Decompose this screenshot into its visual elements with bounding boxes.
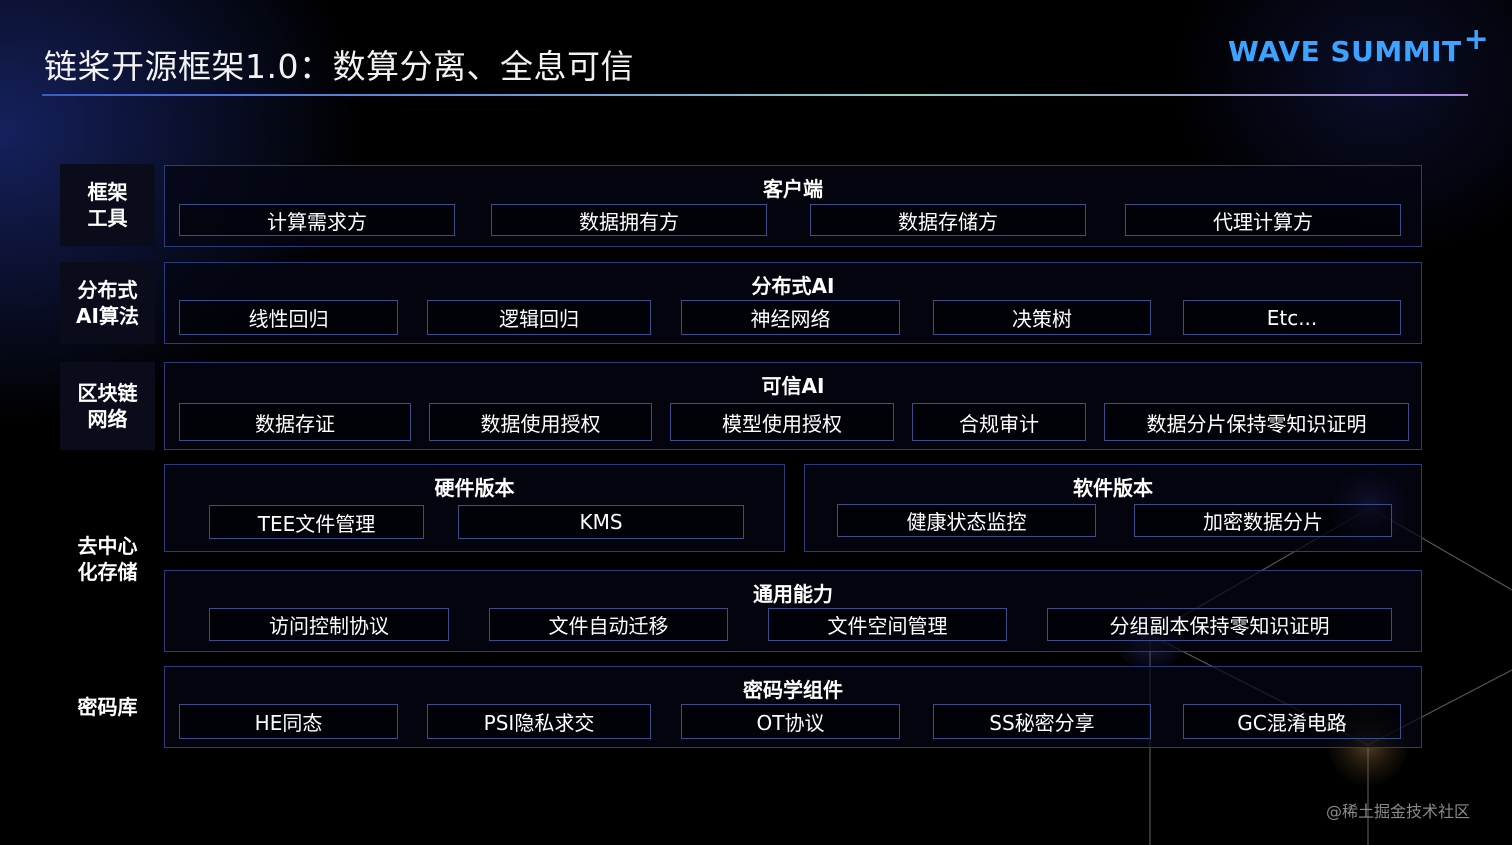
layer-item: 文件空间管理 [768,608,1007,641]
layer-general: 通用能力 访问控制协议 文件自动迁移 文件空间管理 分组副本保持零知识证明 [164,570,1422,652]
layer-item: 合规审计 [912,403,1086,441]
layer-item: 分组副本保持零知识证明 [1047,608,1392,641]
layer-trusted-ai: 可信AI 数据存证 数据使用授权 模型使用授权 合规审计 数据分片保持零知识证明 [164,362,1422,450]
side-label-distributed-ai: 分布式 AI算法 [60,262,155,344]
layer-item: 模型使用授权 [670,403,894,441]
side-label-storage: 去中心 化存储 [60,464,155,654]
layer-item: 数据分片保持零知识证明 [1104,403,1409,441]
layer-title: 软件版本 [1073,476,1153,500]
layer-title: 客户端 [763,177,823,201]
layer-title: 分布式AI [751,274,835,298]
layer-hardware: 硬件版本 TEE文件管理 KMS [164,464,785,552]
layer-crypto: 密码学组件 HE同态 PSI隐私求交 OT协议 SS秘密分享 GC混淆电路 [164,666,1422,748]
layer-title: 密码学组件 [743,678,843,702]
layer-item: 加密数据分片 [1134,504,1392,537]
side-label-crypto-text: 密码库 [77,695,138,719]
watermark: @稀土掘金技术社区 [1326,802,1471,821]
side-label-blockchain-text: 区块链 网络 [77,381,138,431]
layer-item: TEE文件管理 [209,505,424,539]
layer-item: 逻辑回归 [427,300,651,335]
layer-item: Etc... [1183,300,1401,335]
layer-title: 通用能力 [753,582,833,606]
layer-software: 软件版本 健康状态监控 加密数据分片 [804,464,1422,552]
layer-distributed-ai: 分布式AI 线性回归 逻辑回归 神经网络 决策树 Etc... [164,262,1422,344]
layer-item: 决策树 [933,300,1151,335]
layer-item: GC混淆电路 [1183,704,1401,739]
layer-item: HE同态 [179,704,398,739]
side-label-storage-text: 去中心 化存储 [77,534,138,584]
page-title: 链桨开源框架1.0：数算分离、全息可信 [44,47,634,86]
layer-item: OT协议 [681,704,900,739]
logo-plus: + [1463,22,1490,57]
layer-item: 文件自动迁移 [489,608,728,641]
logo-text: WAVE SUMMIT [1228,35,1462,68]
side-label-crypto: 密码库 [60,666,155,748]
layer-client: 客户端 计算需求方 数据拥有方 数据存储方 代理计算方 [164,165,1422,247]
layer-item: 访问控制协议 [209,608,449,641]
layer-item: 线性回归 [179,300,398,335]
layer-item: 神经网络 [681,300,900,335]
layer-item: 数据拥有方 [491,204,767,236]
side-label-framework: 框架 工具 [60,164,155,246]
layer-item: SS秘密分享 [933,704,1151,739]
layer-item: 数据使用授权 [429,403,652,441]
side-label-blockchain: 区块链 网络 [60,362,155,450]
layer-title: 硬件版本 [434,476,515,500]
layer-item: 健康状态监控 [837,504,1096,537]
side-label-framework-text: 框架 工具 [87,180,128,230]
wave-summit-logo: WAVE SUMMIT+ [1228,22,1489,69]
layer-item: 代理计算方 [1125,204,1401,236]
layer-item: 计算需求方 [179,204,455,236]
layer-item: PSI隐私求交 [427,704,651,739]
layer-item: 数据存证 [179,403,411,441]
layer-item: KMS [458,505,744,539]
title-divider [42,94,1468,96]
side-label-distributed-ai-text: 分布式 AI算法 [76,278,139,328]
layer-title: 可信AI [761,374,825,398]
layer-item: 数据存储方 [810,204,1086,236]
